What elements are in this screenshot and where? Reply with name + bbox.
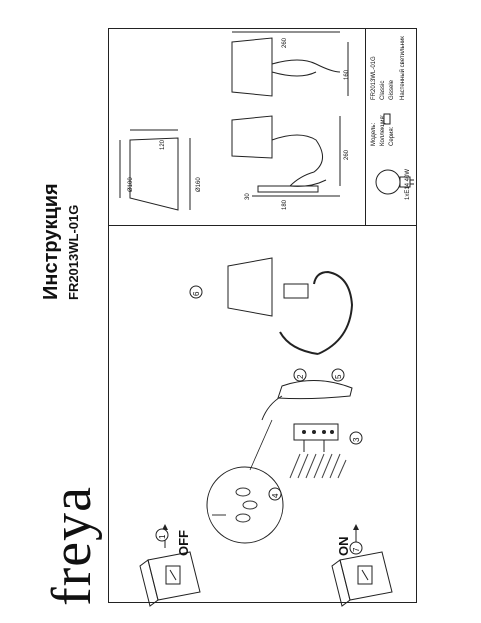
dim-shade-top-diameter: Ø100 (128, 177, 134, 192)
dim-width-top: 260 (282, 37, 288, 48)
type-icon (383, 113, 391, 125)
step-7-label: ON (336, 536, 351, 557)
step-6-number: 6 (192, 291, 201, 296)
dims-lamp-side (231, 115, 341, 197)
dims-shade (119, 129, 191, 211)
frame-divider (108, 225, 417, 226)
step-4-circle (268, 487, 282, 501)
bulb-icon (375, 169, 414, 195)
step-7-number: 7 (352, 547, 361, 552)
step-5-number: 5 (334, 374, 343, 379)
step-3-number: 3 (352, 437, 361, 442)
lamp-shade (227, 257, 273, 317)
dim-shade-top: 120 (160, 139, 166, 150)
dim-base-height: 30 (245, 193, 251, 200)
detail-screws (212, 487, 258, 523)
switch-box-off (139, 551, 201, 607)
dims-lamp-top (231, 31, 349, 97)
step-4-number: 4 (271, 493, 280, 498)
step-6-circle (189, 285, 203, 299)
lamp-base (277, 379, 353, 400)
step-2-circle (293, 368, 307, 382)
instruction-frame (108, 28, 417, 603)
dims-divider (365, 28, 366, 225)
spec-model-label: Модель: (371, 122, 377, 146)
mounting-plate (293, 423, 339, 441)
step-1-circle (155, 528, 169, 542)
switch-box-on (331, 551, 393, 607)
lamp-arm (313, 270, 354, 355)
dim-shade-bottom-diameter: Ø160 (196, 177, 202, 192)
step-7-circle (349, 541, 363, 555)
step-1-label: OFF (176, 530, 191, 556)
spec-collection-value: Classic (380, 80, 386, 100)
step-1-number: 1 (158, 534, 167, 539)
step-5-circle (331, 368, 345, 382)
step-3-circle (349, 431, 363, 445)
step-2-number: 2 (296, 374, 305, 379)
dim-width-bottom: 180 (282, 199, 288, 210)
dim-height-side: 160 (344, 69, 350, 80)
spec-series-value: Gissele (389, 79, 395, 100)
spec-collection-label: Коллекция: (380, 114, 386, 146)
dim-height-total: 260 (344, 149, 350, 160)
spec-model-value: FR2013WL-01G (371, 56, 377, 100)
spec-type-value: Настенный светильник (400, 36, 406, 100)
bulb-spec: 1xE14 40W (405, 168, 411, 200)
spec-series-label: Серия: (389, 126, 395, 146)
detail-circle (206, 466, 284, 544)
wall-hatch (289, 453, 347, 479)
